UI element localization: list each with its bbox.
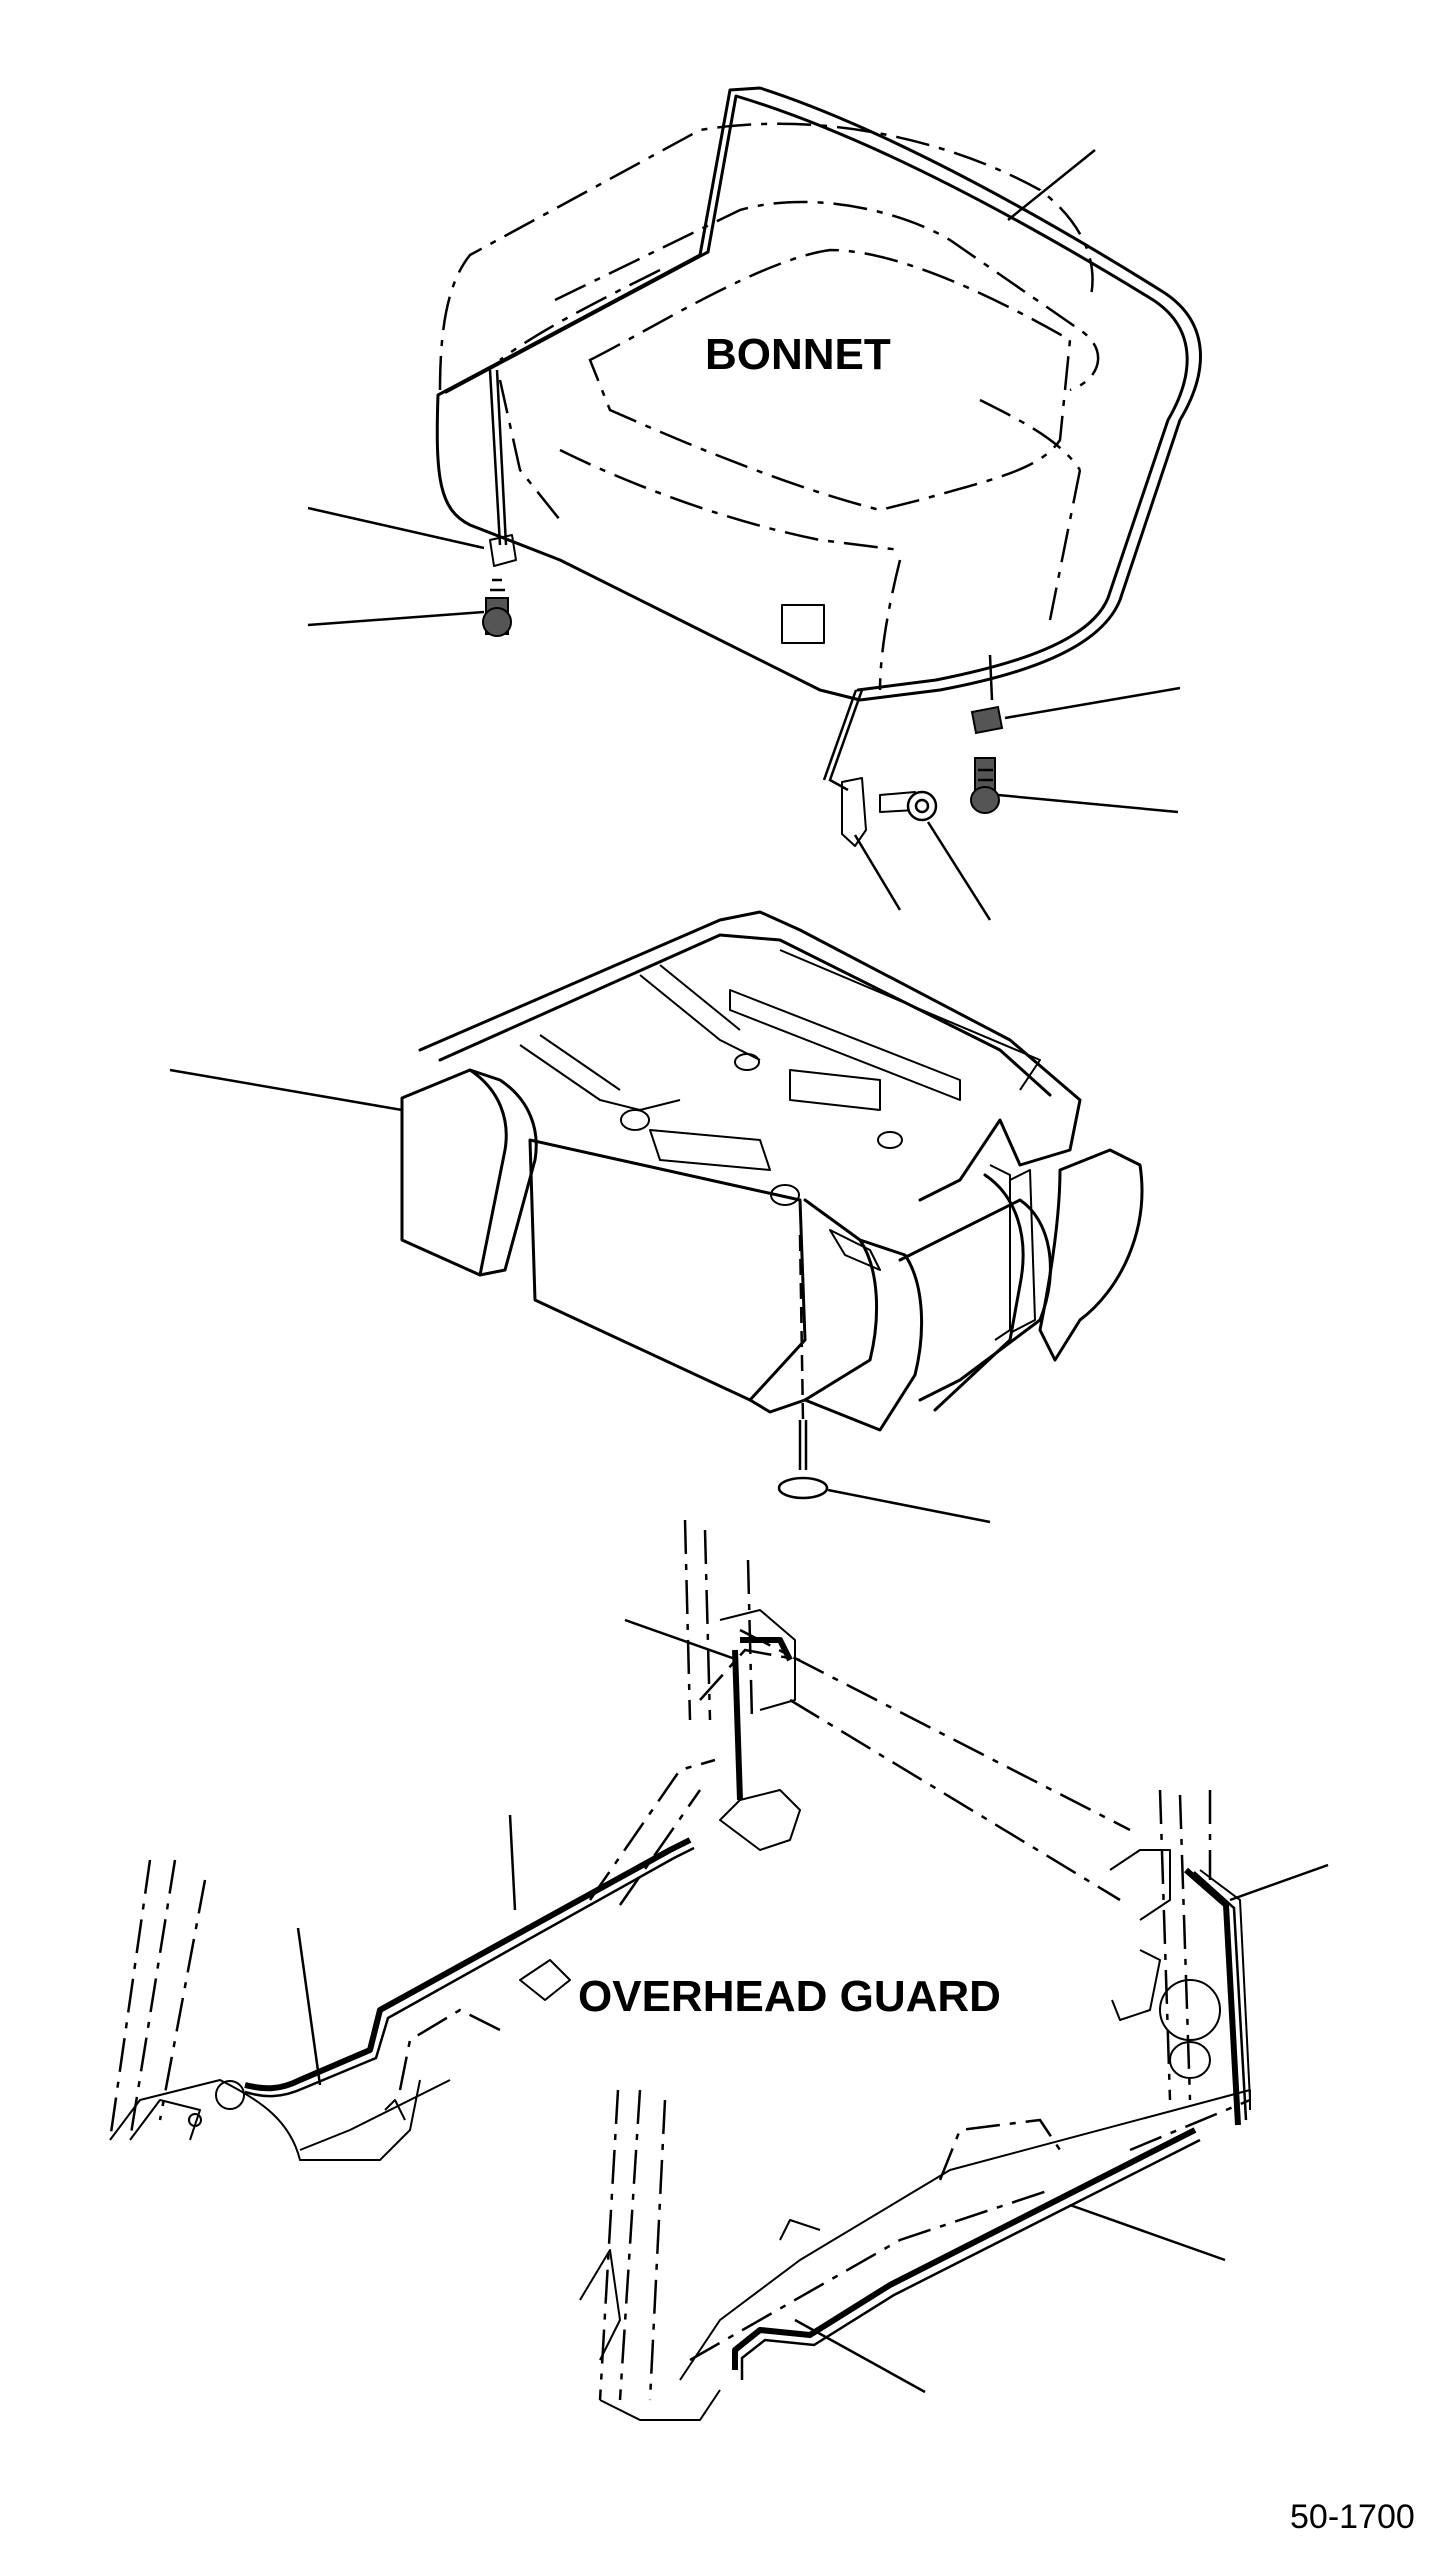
overhead-guard-label: OVERHEAD GUARD [578,1972,1001,2021]
bonnet-leader-lines [307,149,1181,921]
figure-code-label: 50-1700 [1290,2498,1415,2536]
floor-plate-fasteners [169,1068,991,1524]
bonnet-label: BONNET [705,330,891,379]
bonnet-fasteners [482,534,1004,847]
guard-leader-lines [296,1618,1329,2394]
bonnet-part [435,86,1202,792]
seal-strips [244,1637,1248,2380]
overhead-guard-part [108,1519,1251,2421]
floor-plate-part [400,910,1144,1432]
